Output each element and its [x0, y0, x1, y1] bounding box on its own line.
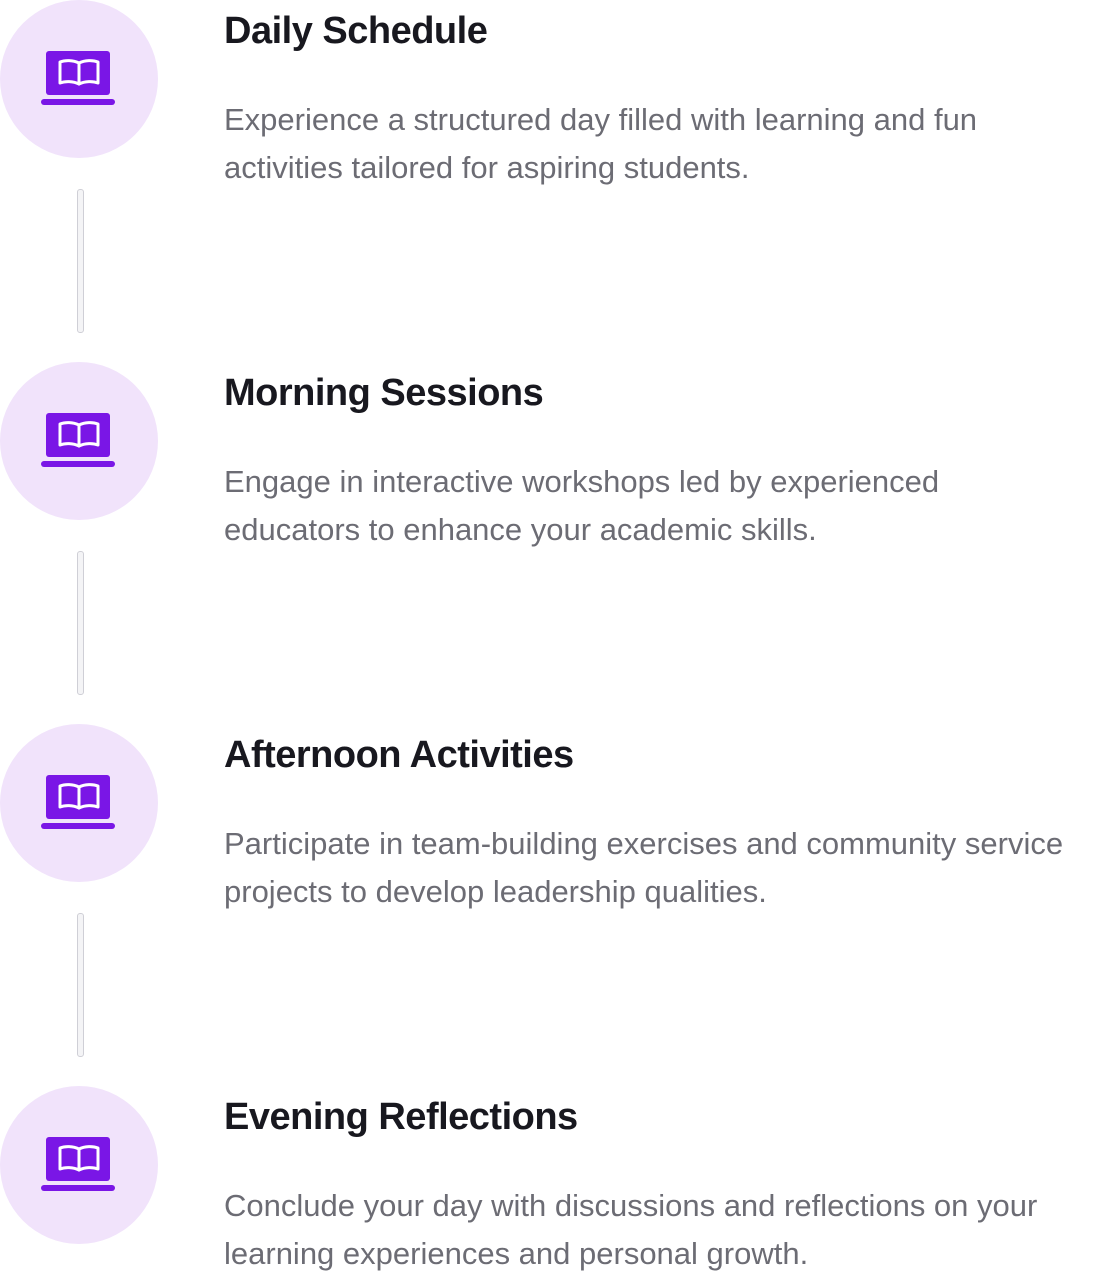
step-description: Engage in interactive workshops led by e…	[224, 464, 940, 547]
step-title: Daily Schedule	[224, 10, 488, 52]
laptop-book-icon	[41, 775, 115, 829]
step-icon-badge	[0, 362, 158, 520]
step-icon-badge	[0, 0, 158, 158]
laptop-book-icon	[41, 413, 115, 467]
step-icon-badge	[0, 1086, 158, 1244]
step-title: Evening Reflections	[224, 1096, 578, 1138]
timeline-connector	[77, 913, 84, 1057]
step-title: Morning Sessions	[224, 372, 544, 414]
timeline-connector	[77, 551, 84, 695]
laptop-book-icon	[41, 1137, 115, 1191]
step-description: Experience a structured day filled with …	[224, 102, 978, 185]
timeline-connector	[77, 189, 84, 333]
laptop-book-icon	[41, 51, 115, 105]
step-description: Conclude your day with discussions and r…	[224, 1188, 1038, 1271]
step-icon-badge	[0, 724, 158, 882]
step-title: Afternoon Activities	[224, 734, 574, 776]
step-description: Participate in team-building exercises a…	[224, 826, 1064, 909]
